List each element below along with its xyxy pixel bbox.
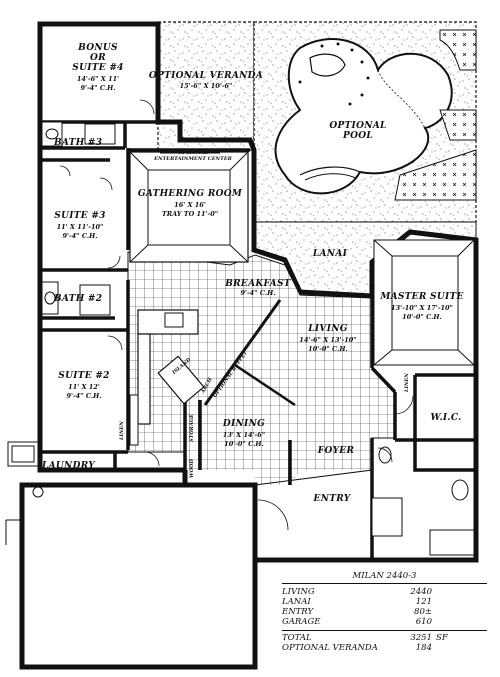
living-dims: 14'-6" X 13'-10" (299, 336, 357, 344)
wic-name: W.I.C. (430, 413, 462, 423)
breakfast-name: BREAKFAST (225, 279, 291, 289)
area-row: OPTIONAL VERANDA 184 (282, 643, 487, 653)
kitchen-island (157, 355, 205, 405)
suite3-ceiling: 9'-4" C.H. (62, 232, 98, 240)
entertainment-name-1: OPTIONAL (177, 150, 209, 156)
bonus-dims: 14'-6" X 11' (76, 75, 120, 83)
garage (19, 482, 258, 670)
foyer-name: FOYER (317, 446, 355, 456)
suite3-dims: 11' X 11'-10" (56, 223, 104, 231)
gathering-ceiling: TRAY TO 11'-0" (161, 210, 219, 218)
pool-name-2: POOL (343, 131, 373, 141)
area-unit (432, 587, 456, 597)
pool-name-1: OPTIONAL (329, 121, 387, 131)
bath3-name: BATH #3 (54, 138, 103, 148)
veranda-dims: 15'-6" X 10'-6" (179, 82, 233, 90)
dining-ceiling: 10'-0" C.H. (224, 440, 264, 448)
area-label: LIVING (282, 587, 315, 597)
gathering-dims: 16' X 16' (174, 201, 206, 209)
laundry-name: LAUNDRY (42, 461, 95, 471)
area-label: OPTIONAL VERANDA (282, 643, 378, 653)
bonus-ceiling: 9'-4" C.H. (80, 84, 116, 92)
bath2-name: BATH #2 (54, 294, 103, 304)
living-name: LIVING (308, 324, 348, 334)
suite2-ceiling: 9'-4" C.H. (66, 392, 102, 400)
area-unit (432, 597, 456, 607)
plan-name: MILAN 2440-3 (282, 571, 487, 584)
area-value: 3251 (410, 633, 432, 643)
living-ceiling: 10'-0" C.H. (308, 345, 348, 353)
master-ceiling: 10'-0" C.H. (402, 313, 442, 321)
area-value: 80± (414, 607, 432, 617)
suite2-name: SUITE #2 (58, 371, 110, 381)
area-unit (432, 607, 456, 617)
veranda-name: OPTIONAL VERANDA (148, 71, 264, 81)
breakfast-ceiling: 9'-4" C.H. (240, 289, 276, 297)
suite2-dims: 11' X 12' (68, 383, 100, 391)
area-value: 610 (415, 617, 432, 627)
wood-label: WOOD (189, 459, 195, 478)
master-suite-tray (373, 239, 475, 366)
storage-label: STORAGE (189, 414, 195, 442)
dining-dims: 13' X 14'-6" (222, 431, 266, 439)
gathering-name: GATHERING ROOM (137, 189, 243, 199)
master-name: MASTER SUITE (380, 292, 464, 302)
master-dims: 13'-10" X 17'-10" (391, 304, 453, 312)
area-row: ENTRY 80± (282, 607, 487, 617)
lanai-name: LANAI (312, 249, 348, 259)
linen-label: LINEN (404, 373, 410, 392)
bonus-name-3: SUITE #4 (72, 63, 124, 73)
area-label: LANAI (282, 597, 311, 607)
area-value: 184 (415, 643, 432, 653)
entertainment-name-2: ENTERTAINMENT CENTER (154, 156, 232, 162)
bonus-name-2: OR (90, 53, 106, 63)
linen2-label: LINEN (119, 421, 125, 440)
area-value: 2440 (410, 587, 432, 597)
entry-name: ENTRY (313, 494, 351, 504)
total-rows: TOTAL 3251 SF OPTIONAL VERANDA 184 (282, 633, 487, 653)
suite3-name: SUITE #3 (54, 211, 106, 221)
area-label: TOTAL (282, 633, 312, 643)
area-value: 121 (415, 597, 432, 607)
area-row: LANAI 121 (282, 597, 487, 607)
area-row: GARAGE 610 (282, 617, 487, 627)
area-unit (432, 617, 456, 627)
bonus-name-1: BONUS (78, 43, 118, 53)
pool-shape (274, 38, 453, 195)
veranda-area (157, 21, 255, 151)
area-unit: SF (436, 633, 448, 643)
area-unit (432, 643, 456, 653)
area-label: GARAGE (282, 617, 321, 627)
area-label: ENTRY (282, 607, 314, 617)
dining-name: DINING (222, 419, 266, 429)
area-row: TOTAL 3251 SF (282, 633, 487, 643)
area-row: LIVING 2440 (282, 587, 487, 597)
